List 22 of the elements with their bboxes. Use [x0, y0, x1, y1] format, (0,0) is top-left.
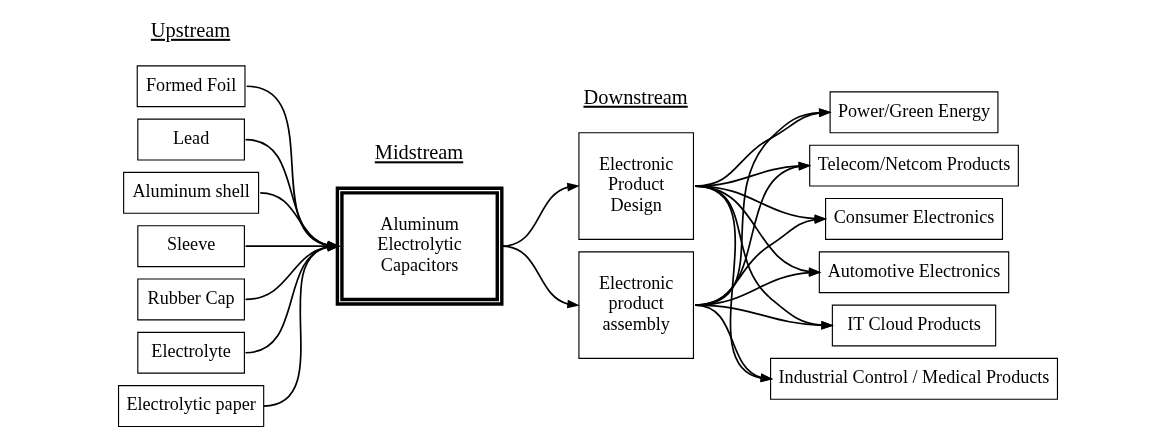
node-box: Electronic Product Design: [577, 132, 694, 240]
node-box: Aluminum Electrolytic Capacitors: [335, 186, 503, 306]
arrow: [500, 245, 580, 309]
node-box: Electrolyte: [136, 331, 245, 374]
node-box: Automotive Electronics: [818, 251, 1009, 294]
arrow: [693, 304, 773, 382]
node-box: Rubber Cap: [136, 278, 245, 321]
node-box: Power/Green Energy: [829, 91, 998, 134]
node-box: Formed Foil: [136, 65, 246, 108]
label: Upstream: [150, 18, 230, 41]
node-box: IT Cloud Products: [831, 304, 996, 347]
arrow: [693, 185, 773, 383]
node-box: Electrolytic paper: [117, 385, 264, 427]
node-box: Electronic product assembly: [577, 251, 694, 359]
label: Downstream: [582, 85, 688, 108]
node-box: Consumer Electronics: [824, 197, 1003, 240]
label: Midstream: [374, 141, 463, 164]
node-box: Sleeve: [136, 225, 245, 268]
node-box: Industrial Control / Medical Products: [769, 357, 1058, 400]
node-box: Aluminum shell: [122, 171, 259, 214]
node-box: Telecom/Netcom Products: [808, 144, 1019, 187]
node-box: Lead: [136, 118, 245, 161]
